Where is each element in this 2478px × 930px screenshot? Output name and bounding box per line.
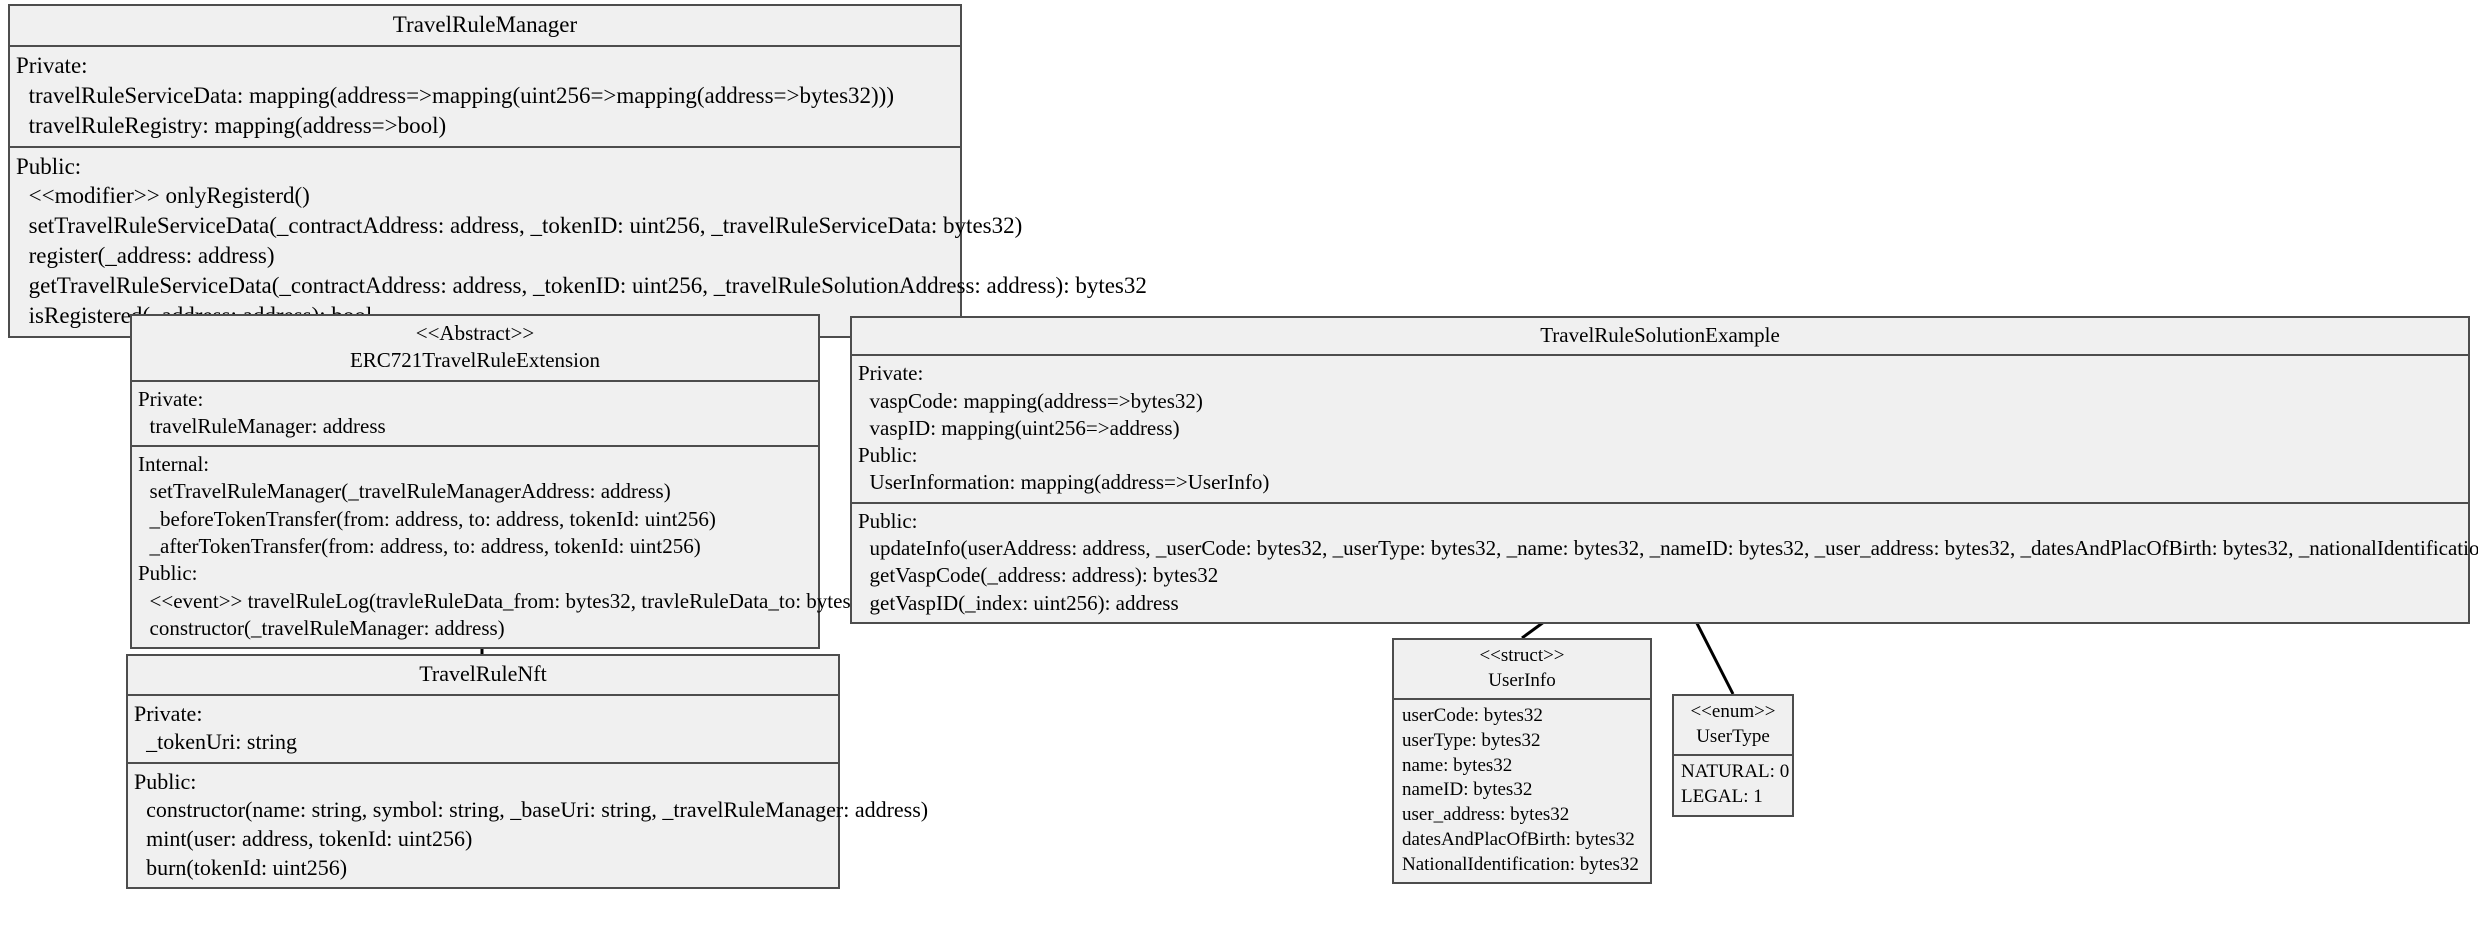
attribute-row: _tokenUri: string: [146, 729, 298, 755]
operation-row: getTravelRuleServiceData(_contractAddres…: [28, 273, 1147, 299]
attribute-row: nameID: bytes32: [1402, 779, 1533, 801]
attribute-row: travelRuleManager: address: [149, 413, 386, 438]
operation-row: constructor(_travelRuleManager: address): [149, 615, 505, 640]
class-box-erc721-travel-rule-extension[interactable]: <<Abstract>> ERC721TravelRuleExtension P…: [130, 314, 879, 650]
visibility-label: Private:: [16, 52, 88, 78]
operation-row: getVaspCode(_address: address): bytes32: [869, 563, 1219, 588]
operation-row: register(_address: address): [28, 243, 275, 269]
operation-row: _afterTokenTransfer(from: address, to: a…: [149, 534, 701, 559]
visibility-label: Public:: [16, 153, 82, 179]
attribute-row: vaspID: mapping(uint256=>address): [869, 415, 1180, 440]
attributes-compartment: Private: travelRuleServiceData: mapping(…: [10, 47, 960, 148]
class-name: TravelRuleNft: [419, 661, 547, 686]
class-box-travel-rule-solution-example[interactable]: TravelRuleSolutionExample Private: vaspC…: [850, 316, 2478, 624]
class-name: ERC721TravelRuleExtension: [349, 348, 601, 373]
class-header-travel-rule-solution-example: TravelRuleSolutionExample: [852, 318, 2468, 357]
visibility-label-private: Private:: [858, 361, 924, 386]
operations-compartment: Public: constructor(name: string, symbol…: [128, 764, 929, 887]
attributes-compartment: NATURAL: 0 LEGAL: 1: [1674, 756, 1792, 814]
operation-row: setTravelRuleManager(_travelRuleManagerA…: [149, 479, 671, 504]
attribute-row: userCode: bytes32: [1402, 705, 1543, 727]
class-name: UserInfo: [1488, 669, 1556, 691]
attribute-row: userType: bytes32: [1402, 730, 1541, 752]
operation-row: mint(user: address, tokenId: uint256): [146, 825, 473, 851]
visibility-label: Public:: [134, 768, 197, 794]
visibility-label-internal: Internal:: [138, 452, 210, 477]
operations-compartment: Internal: setTravelRuleManager(_travelRu…: [132, 447, 879, 647]
attributes-compartment: Private: travelRuleManager: address: [132, 382, 818, 448]
class-box-user-info-struct[interactable]: <<struct>> UserInfo userCode: bytes32 us…: [1392, 638, 1652, 885]
operation-row: _beforeTokenTransfer(from: address, to: …: [149, 506, 716, 531]
operations-compartment: Public: <<modifier>> onlyRegisterd() set…: [10, 148, 1147, 336]
class-header-user-info: <<struct>> UserInfo: [1394, 640, 1650, 701]
operation-row: burn(tokenId: uint256): [146, 854, 348, 880]
visibility-label: Private:: [134, 700, 203, 726]
attribute-row: NationalIdentification: bytes32: [1402, 853, 1639, 875]
operation-row: setTravelRuleServiceData(_contractAddres…: [28, 213, 1023, 239]
class-box-travel-rule-manager[interactable]: TravelRuleManager Private: travelRuleSer…: [8, 4, 1147, 338]
operation-row: <<event>> travelRuleLog(travleRuleData_f…: [149, 588, 879, 613]
operation-row: <<modifier>> onlyRegisterd(): [28, 183, 310, 209]
class-name: UserType: [1696, 725, 1770, 747]
attribute-row: vaspCode: mapping(address=>bytes32): [869, 388, 1203, 413]
attribute-row: travelRuleRegistry: mapping(address=>boo…: [28, 112, 447, 138]
class-header-erc721-travel-rule-extension: <<Abstract>> ERC721TravelRuleExtension: [132, 316, 818, 382]
attribute-row: travelRuleServiceData: mapping(address=>…: [28, 82, 894, 108]
operation-row: constructor(name: string, symbol: string…: [146, 797, 929, 823]
class-stereotype: <<Abstract>>: [415, 321, 535, 345]
attribute-row: UserInformation: mapping(address=>UserIn…: [869, 470, 1270, 495]
class-stereotype: <<struct>>: [1479, 645, 1565, 666]
enum-value-row: NATURAL: 0: [1681, 761, 1790, 783]
class-name: TravelRuleManager: [392, 12, 578, 37]
class-name: TravelRuleSolutionExample: [1540, 323, 1780, 347]
attributes-compartment: Private: vaspCode: mapping(address=>byte…: [852, 356, 2468, 504]
attribute-row: name: bytes32: [1402, 754, 1513, 776]
operation-row: getVaspID(_index: uint256): address: [869, 590, 1179, 615]
operation-row: updateInfo(userAddress: address, _userCo…: [869, 536, 2478, 561]
operations-compartment: Public: updateInfo(userAddress: address,…: [852, 504, 2478, 622]
class-header-user-type: <<enum>> UserType: [1674, 696, 1792, 757]
class-stereotype: <<enum>>: [1690, 701, 1776, 722]
attribute-row: datesAndPlacOfBirth: bytes32: [1402, 828, 1635, 850]
class-header-travel-rule-nft: TravelRuleNft: [128, 656, 838, 696]
visibility-label-public: Public:: [138, 561, 198, 586]
visibility-label-public: Public:: [858, 443, 918, 468]
enum-value-row: LEGAL: 1: [1681, 786, 1763, 808]
visibility-label: Private:: [138, 386, 204, 411]
attributes-compartment: Private: _tokenUri: string: [128, 696, 838, 764]
class-box-travel-rule-nft[interactable]: TravelRuleNft Private: _tokenUri: string…: [126, 654, 929, 890]
attribute-row: user_address: bytes32: [1402, 804, 1570, 826]
class-box-user-type-enum[interactable]: <<enum>> UserType NATURAL: 0 LEGAL: 1: [1672, 694, 1794, 817]
class-header-travel-rule-manager: TravelRuleManager: [10, 6, 960, 47]
attributes-compartment: userCode: bytes32 userType: bytes32 name…: [1394, 700, 1650, 882]
visibility-label: Public:: [858, 508, 918, 533]
